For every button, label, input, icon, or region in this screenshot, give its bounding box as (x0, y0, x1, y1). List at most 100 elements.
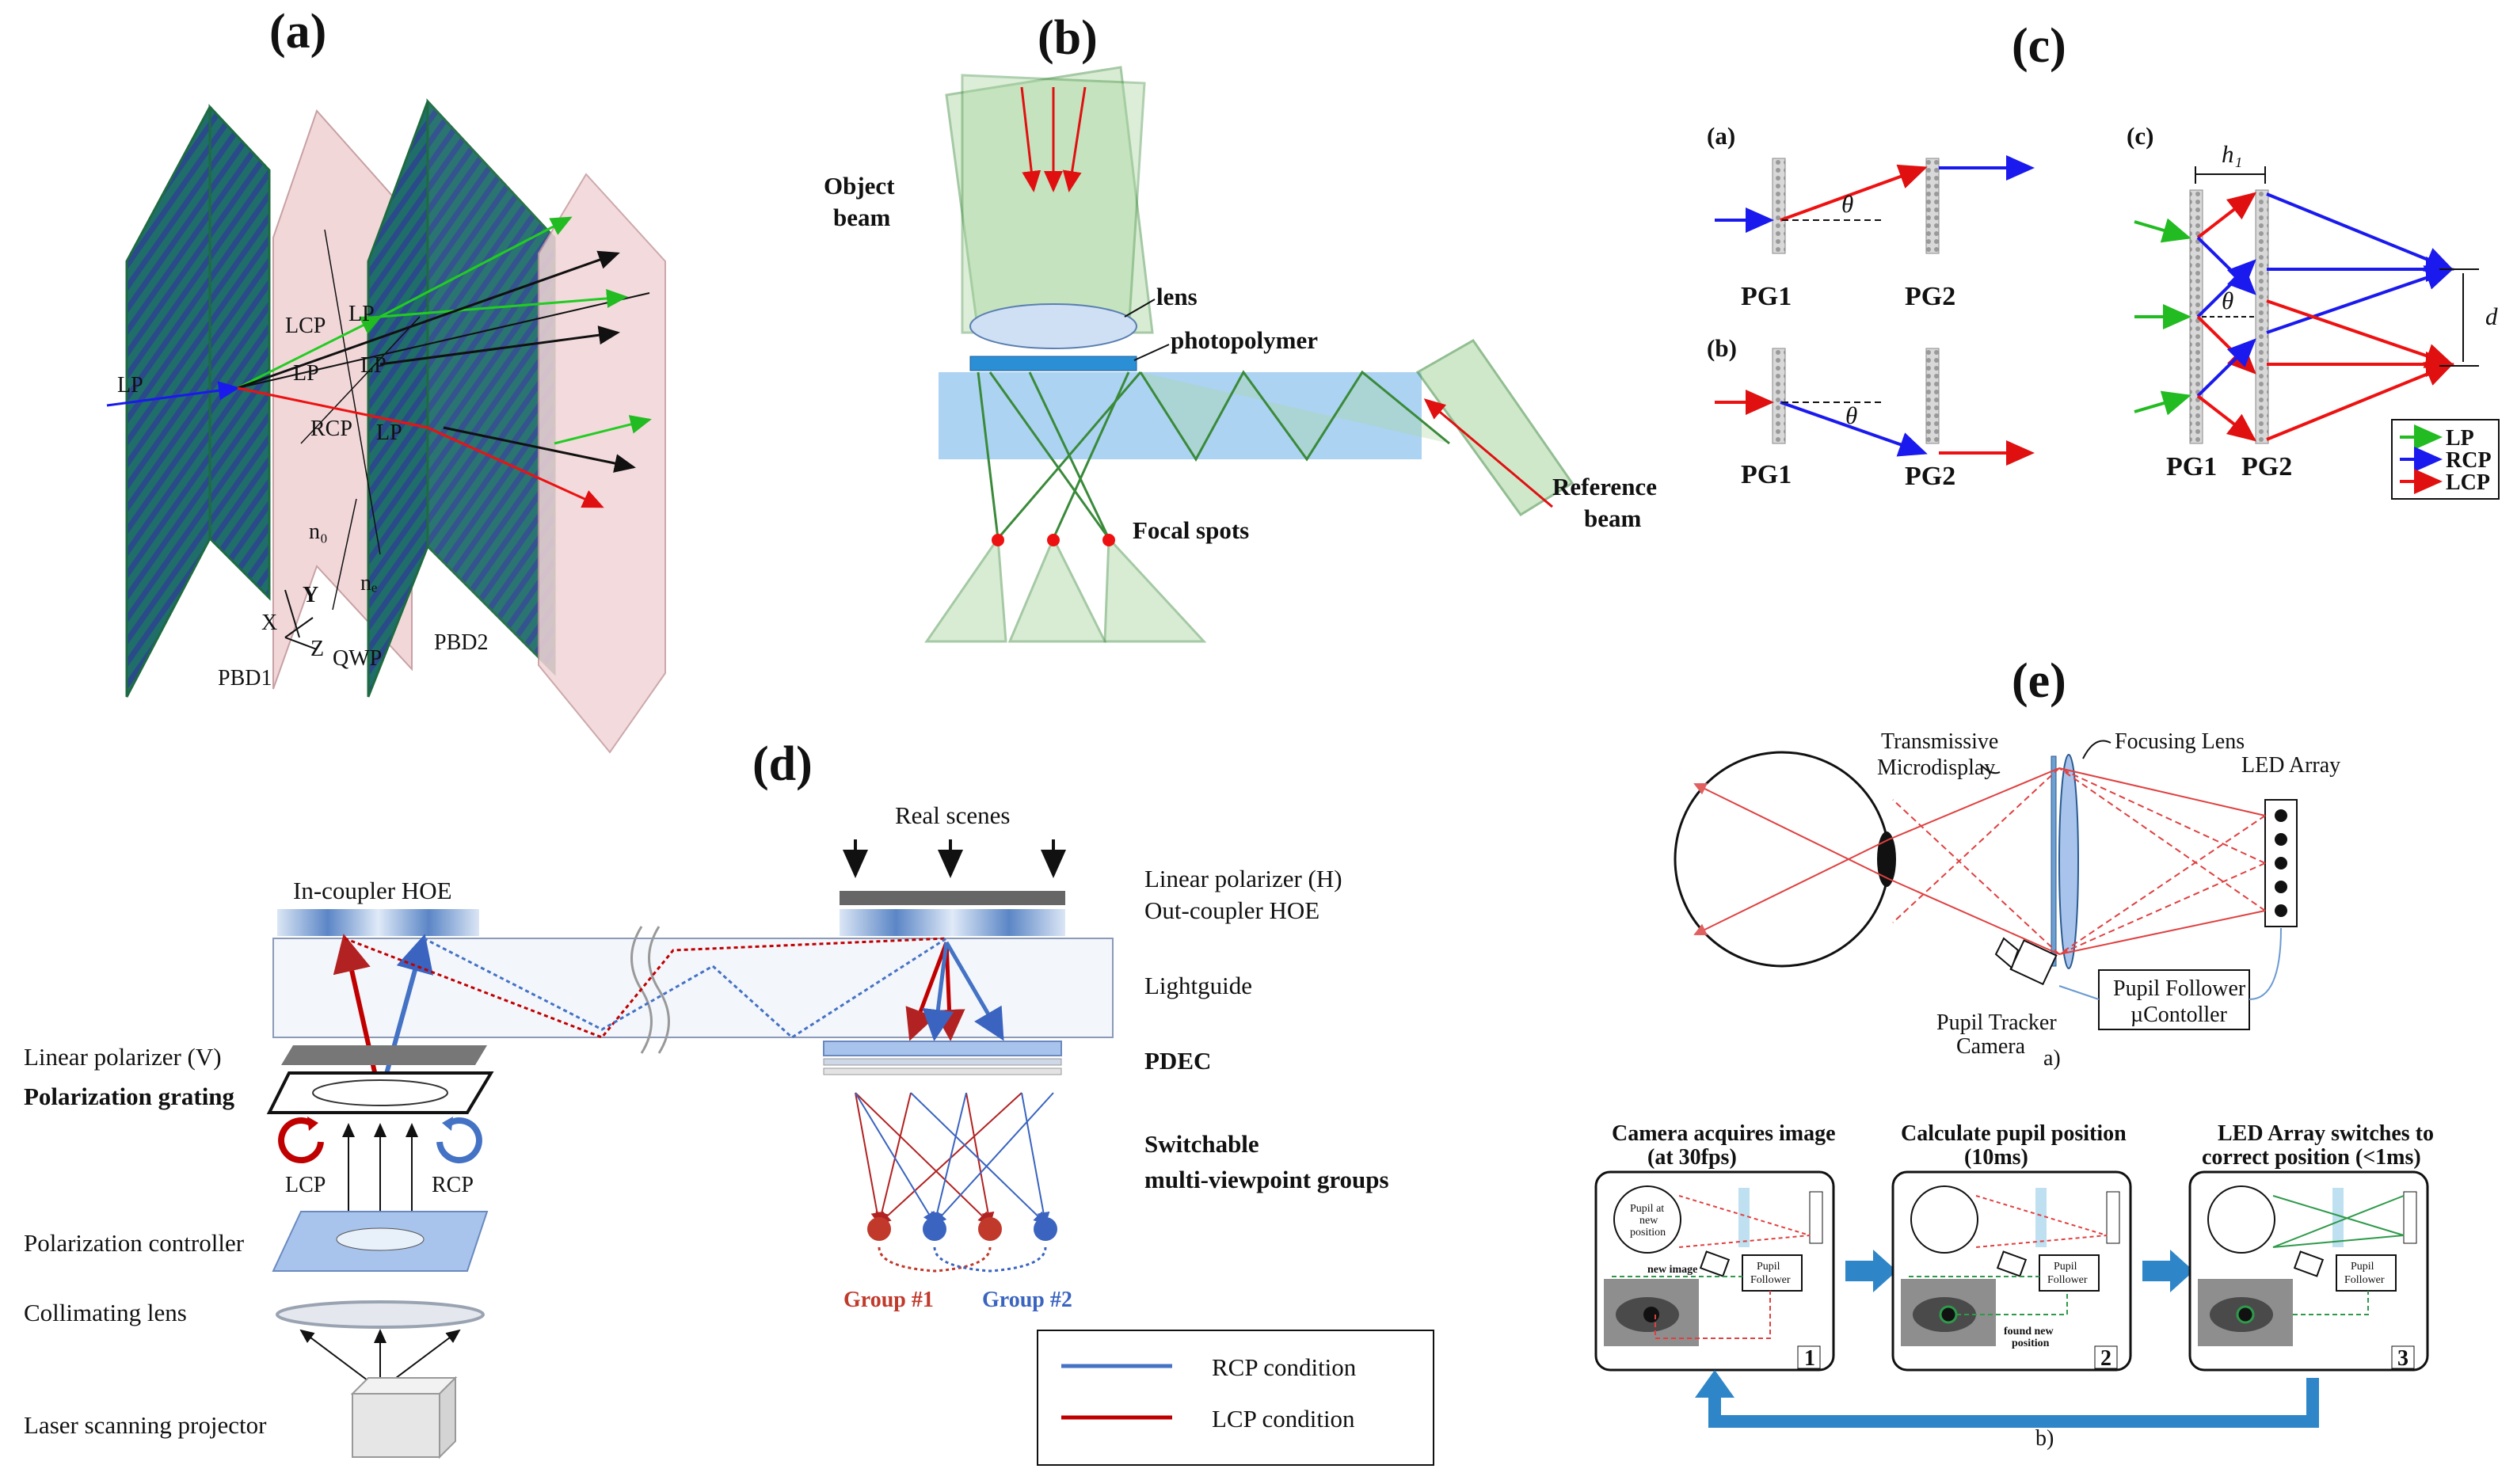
panel-b-label: (b) (1038, 11, 1098, 65)
group1-label: Group #1 (843, 1288, 934, 1312)
pbd2-grating-right (426, 98, 556, 676)
axis-y-label: Y (303, 583, 318, 607)
caption-a: a) (2043, 1046, 2061, 1071)
pupil-note: new (1639, 1215, 1658, 1227)
transmissive-label: Transmissive (1881, 729, 1998, 754)
pbd2-label: PBD2 (434, 630, 488, 655)
found-position-note: found new (2004, 1326, 2054, 1338)
panel-e-label: (e) (2012, 654, 2066, 708)
linear-polarizer-v-label: Linear polarizer (V) (24, 1043, 222, 1071)
caption-b: b) (2035, 1426, 2054, 1451)
lcp-ray (237, 315, 383, 390)
microdisplay (2051, 755, 2057, 967)
reference-beam-label: beam (1584, 504, 1642, 532)
pupil-follower-label: µContoller (2131, 1003, 2228, 1027)
viewpoint-rays (855, 1092, 1054, 1225)
step-arrow (1845, 1250, 1897, 1292)
optical-axis (237, 292, 650, 389)
step-title: (at 30fps) (1647, 1145, 1737, 1170)
lp-input-ray (106, 381, 240, 407)
mini-follower-label: Follower (2047, 1274, 2088, 1286)
pupil-follower-label: Pupil Follower (2113, 976, 2246, 1001)
mini-follower-label: Pupil (2054, 1261, 2077, 1273)
pupil-note: position (1630, 1227, 1666, 1239)
label-lp: LP (348, 302, 375, 326)
focal-spots-label: Focal spots (1133, 516, 1249, 544)
real-scenes-label: Real scenes (895, 801, 1010, 829)
mini-follower-label: Follower (2344, 1274, 2385, 1286)
panel-d: (d) Real scenes In-coupler HOE Linear po… (24, 737, 1434, 1466)
focal-cone (1007, 535, 1107, 643)
pg1-label: PG1 (2166, 452, 2217, 481)
reference-beam (1415, 339, 1575, 517)
step-title: Camera acquires image (1612, 1121, 1836, 1146)
lens-label: lens (1156, 283, 1198, 310)
panel-a-label: (a) (269, 5, 326, 59)
pdec-label: PDEC (1144, 1047, 1211, 1075)
step-panel-3: LED Array switches to correct position (… (2188, 1121, 2434, 1372)
legend-lp: LP (2446, 426, 2474, 451)
step-title: correct position (<1ms) (2202, 1145, 2421, 1170)
step-number: 2 (2100, 1346, 2111, 1371)
label-no: n₀ (309, 519, 328, 544)
tracker-camera-icon (1994, 937, 2058, 986)
legend-rcp: RCP (2446, 448, 2492, 473)
linear-polarizer-h-label: Linear polarizer (H) (1144, 865, 1342, 892)
panel-b: (b) Object beam lens photopolymer Refere… (824, 11, 1657, 643)
object-beam (945, 66, 1154, 334)
reference-beam-label: Reference (1552, 473, 1657, 500)
label-lp: LP (293, 361, 319, 386)
pg2-label: PG2 (1905, 462, 1955, 491)
led-array-label: LED Array (2241, 753, 2340, 778)
waveguide-zigzag (1139, 370, 1450, 462)
pg1-label: PG1 (1741, 282, 1792, 311)
lightguide-label: Lightguide (1144, 972, 1252, 999)
new-image-note: new image (1647, 1264, 1697, 1276)
out-coupler-hoe (840, 909, 1065, 936)
focusing-lens-label: Focusing Lens (2115, 729, 2245, 754)
pbd1-label: PBD1 (218, 666, 272, 691)
theta-label: θ (2222, 287, 2233, 314)
sub-b-label: (b) (1707, 334, 1737, 362)
lp-green-ray (379, 216, 573, 318)
step-title: Calculate pupil position (1901, 1121, 2127, 1146)
pupil-follower-box (2098, 969, 2250, 1030)
out-coupler-label: Out-coupler HOE (1144, 896, 1319, 924)
pg1-label: PG1 (1741, 460, 1792, 489)
pg2-label: PG2 (1905, 282, 1955, 311)
pupil-note: Pupil at (1630, 1203, 1664, 1215)
photopolymer-label: photopolymer (1171, 326, 1318, 354)
object-beam-label: beam (833, 204, 891, 231)
axis-z-label: Z (310, 637, 324, 661)
viewpoint-red (867, 1217, 891, 1241)
theta-label: θ (1841, 190, 1853, 218)
step-title: (10ms) (1964, 1145, 2028, 1170)
loop-arrow (1708, 1378, 2319, 1428)
tracker-label: Camera (1956, 1034, 2026, 1059)
viewpoint-red (978, 1217, 1002, 1241)
output-plate (538, 173, 666, 754)
photopolymer-layer (939, 372, 1422, 459)
label-lp: LP (376, 420, 402, 445)
rcp-label: RCP (432, 1173, 474, 1197)
switchable-label: multi-viewpoint groups (1144, 1166, 1389, 1193)
step-panel-1: Camera acquires image (at 30fps) Pupil a… (1594, 1121, 1836, 1372)
photopolymer-film (969, 356, 1137, 371)
panel-c-legend: LP RCP LCP (2391, 419, 2500, 500)
pbd1-grating-right (208, 104, 271, 601)
label-lp-input: LP (117, 373, 143, 398)
panel-d-label: (d) (752, 737, 813, 791)
focal-spot (1047, 534, 1060, 546)
label-lcp: LCP (285, 314, 326, 338)
legend-rcp-condition: RCP condition (1212, 1353, 1357, 1381)
tracker-label: Pupil Tracker (1936, 1010, 2057, 1035)
legend-lcp: LCP (2446, 470, 2490, 495)
pg2-label: PG2 (2241, 452, 2292, 481)
mini-follower-label: Pupil (2351, 1261, 2374, 1273)
focal-cone (924, 535, 1007, 643)
legend-lcp-condition: LCP condition (1212, 1405, 1355, 1433)
transmissive-label: Microdisplay (1877, 755, 1995, 780)
polarization-grating-label: Polarization grating (24, 1083, 235, 1110)
panel-e: (e) Transmissive Microdisplay Focusing L… (1594, 654, 2434, 1451)
